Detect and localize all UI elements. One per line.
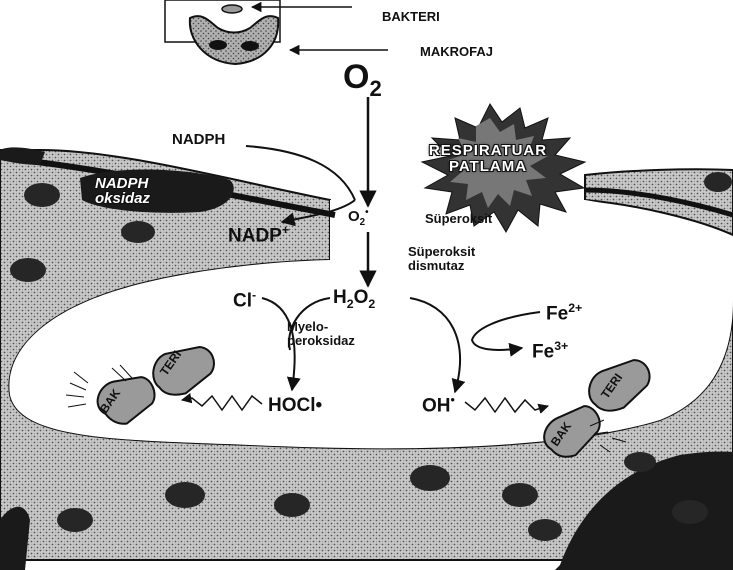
label-myeloperoxidase: Myelo- peroksidaz <box>287 320 355 347</box>
label-respiratory-burst: RESPIRATUAR PATLAMA <box>398 143 578 175</box>
label-oxygen: O2 <box>343 60 382 100</box>
label-nadp-plus: NADP+ <box>228 224 289 245</box>
label-fe3: Fe3+ <box>532 340 568 361</box>
label-hydrogen-peroxide: H2O2 <box>333 288 375 310</box>
label-nadph: NADPH <box>172 132 225 147</box>
label-fe2: Fe2+ <box>546 302 582 323</box>
label-hocl: HOCl• <box>268 396 322 415</box>
inset-macrophage <box>190 16 278 64</box>
label-superoxide-formula: O2• <box>348 208 369 228</box>
inset-bacterium <box>222 5 242 13</box>
label-hydroxyl: OH• <box>422 394 455 415</box>
label-chloride: Cl- <box>233 289 256 310</box>
label-superoxide-dismutase: Süperoksit dismutaz <box>408 245 475 272</box>
label-makrofaj: MAKROFAJ <box>420 45 493 58</box>
label-bakteri: BAKTERI <box>382 10 440 23</box>
label-nadph-oxidase: NADPH oksidaz <box>95 176 150 206</box>
label-superoksit: Süperoksit <box>425 212 492 225</box>
